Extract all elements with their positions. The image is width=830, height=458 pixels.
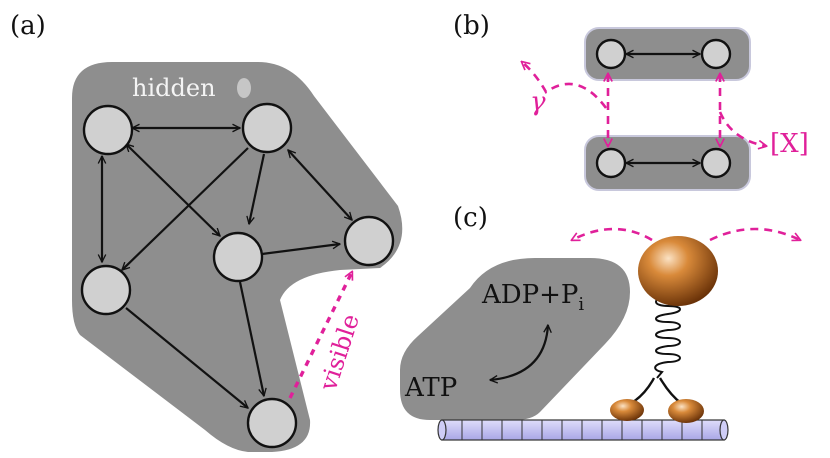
adp-label-main: ADP+P	[481, 280, 578, 310]
hidden-label: hidden	[132, 74, 216, 102]
edge-n2-n5	[288, 150, 352, 220]
edge-n2-n3	[122, 147, 249, 270]
state-node-3	[80, 264, 132, 316]
panel-a: (a) hidden visible	[10, 11, 403, 452]
top-right-node	[700, 38, 732, 70]
panel-c: (c) ADP+Pi ATP	[400, 203, 800, 441]
hidden-label-blot	[237, 78, 251, 98]
panel-b-label: (b)	[453, 11, 490, 41]
x-transition-arrow	[718, 111, 766, 146]
cargo-fluctuation-left-arrow	[572, 227, 653, 240]
gamma-label: γ	[530, 87, 546, 117]
state-node-2	[241, 102, 293, 154]
edge-n2-n4	[249, 153, 266, 224]
adp-label-subscript: i	[578, 294, 584, 315]
gamma-transition-arrow	[522, 62, 608, 109]
top-left-node	[595, 38, 627, 70]
panel-b: (b) γ [X]	[453, 11, 809, 191]
edge-n1-n4	[126, 144, 220, 236]
state-node-1	[82, 104, 134, 156]
bottom-left-node	[595, 147, 627, 179]
edge-n4-n6	[238, 281, 264, 396]
cargo-ball	[638, 236, 718, 306]
visible-label: visible	[314, 311, 365, 395]
bottom-right-node	[700, 147, 732, 179]
panel-a-label: (a)	[10, 11, 46, 41]
panel-c-label: (c)	[453, 203, 488, 233]
edge-n3-n6	[125, 307, 248, 408]
x-label: [X]	[770, 129, 809, 159]
state-node-5	[343, 215, 395, 267]
atp-label: ATP	[404, 373, 457, 403]
state-node-6	[246, 397, 298, 449]
microtubule	[437, 419, 729, 441]
atp-adp-reaction-arrow	[490, 325, 548, 380]
edge-n4-n5	[261, 244, 340, 256]
motor-spring	[654, 295, 681, 379]
state-node-4	[212, 231, 264, 283]
motor-left-head	[610, 399, 644, 421]
motor-right-head	[668, 399, 704, 423]
cargo-fluctuation-right-arrow	[709, 227, 800, 240]
adp-label: ADP+Pi	[481, 280, 584, 315]
